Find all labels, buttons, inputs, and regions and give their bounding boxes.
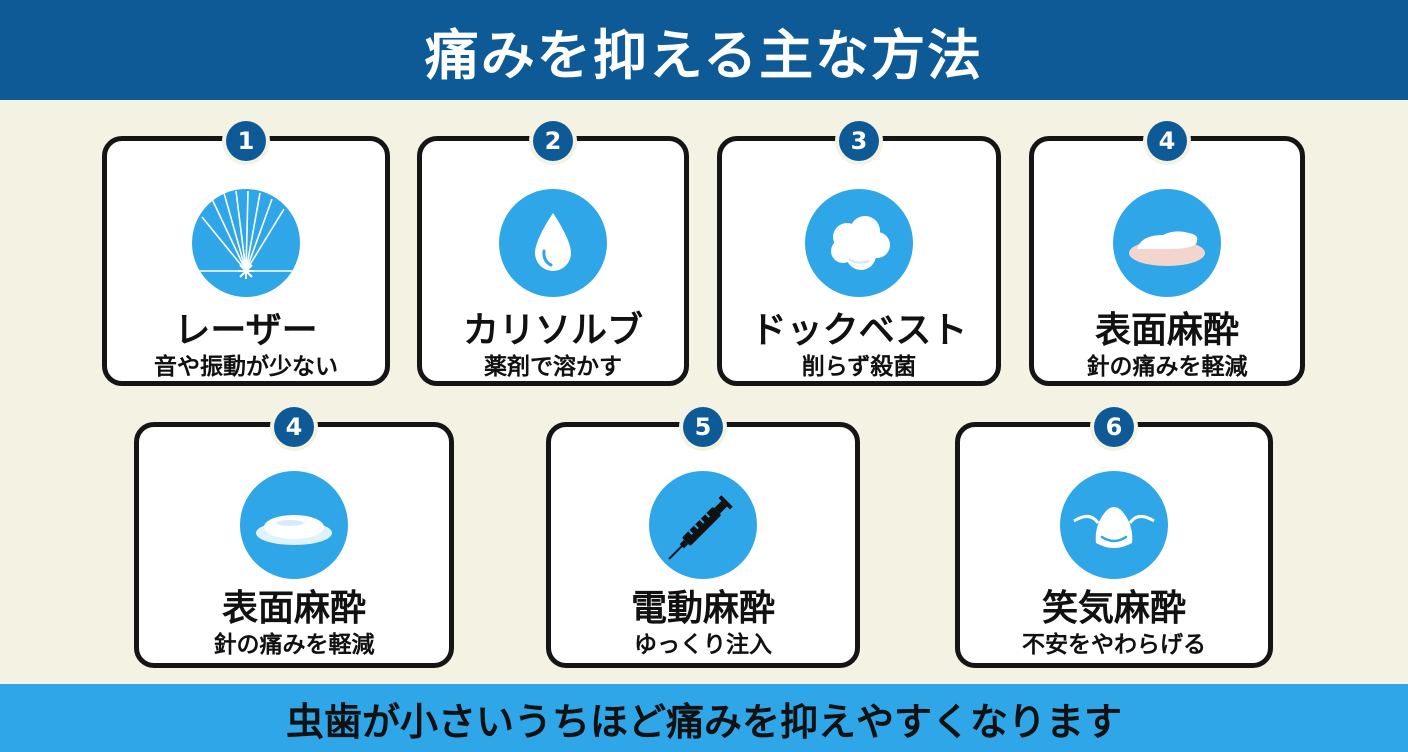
method-subtitle: 削らず殺菌 <box>801 354 917 380</box>
footer-banner: 虫歯が小さいうちほど痛みを抑えやすくなります <box>0 684 1408 752</box>
method-card-docbest: 3 ドックベスト 削らず殺菌 <box>717 121 1001 386</box>
footer-message: 虫歯が小さいうちほど痛みを抑えやすくなります <box>285 699 1122 744</box>
gel-icon <box>1113 189 1221 297</box>
method-title: 表面麻酔 <box>221 588 366 629</box>
method-card-carisolv: 2 カリソルブ 薬剤で溶かす <box>417 121 689 386</box>
number-badge: 4 <box>274 407 314 447</box>
gel-pad-icon <box>240 471 348 579</box>
number-badge: 3 <box>839 121 879 161</box>
number-badge: 4 <box>1147 121 1187 161</box>
number-badge: 2 <box>533 121 573 161</box>
page-title: 痛みを抑える主な方法 <box>424 23 984 87</box>
cotton-icon <box>805 189 913 297</box>
method-subtitle: 薬剤で溶かす <box>484 354 622 380</box>
method-card-laughing-gas: 6 笑気麻酔 不安をやわらげる <box>955 407 1273 668</box>
method-title: カリソルブ <box>462 310 643 351</box>
method-card-topical-anesthesia-2: 4 表面麻酔 針の痛みを軽減 <box>134 407 454 668</box>
method-title: 電動麻酔 <box>630 588 775 629</box>
method-subtitle: 音や振動が少ない <box>154 354 338 380</box>
method-card-electric-anesthesia: 5 電動麻酔 ゆっくり注入 <box>546 407 860 668</box>
method-title: レーザー <box>174 310 318 351</box>
method-subtitle: 針の痛みを軽減 <box>1086 354 1248 380</box>
syringe-icon <box>649 471 757 579</box>
method-card-topical-anesthesia-1: 4 表面麻酔 針の痛みを軽減 <box>1029 121 1305 386</box>
method-title: 笑気麻酔 <box>1041 588 1186 629</box>
method-title: 表面麻酔 <box>1094 310 1239 351</box>
method-title: ドックベスト <box>750 310 968 351</box>
method-subtitle: 不安をやわらげる <box>1022 632 1206 658</box>
header-bar: 痛みを抑える主な方法 <box>0 0 1408 100</box>
method-subtitle: 針の痛みを軽減 <box>213 632 375 658</box>
method-subtitle: ゆっくり注入 <box>634 632 772 658</box>
number-badge: 1 <box>226 121 266 161</box>
laser-icon <box>192 189 300 297</box>
nasal-mask-icon <box>1060 471 1168 579</box>
number-badge: 5 <box>683 407 723 447</box>
drop-icon <box>499 189 607 297</box>
number-badge: 6 <box>1094 407 1134 447</box>
method-card-laser: 1 レーザー 音や振動が少ない <box>102 121 390 386</box>
